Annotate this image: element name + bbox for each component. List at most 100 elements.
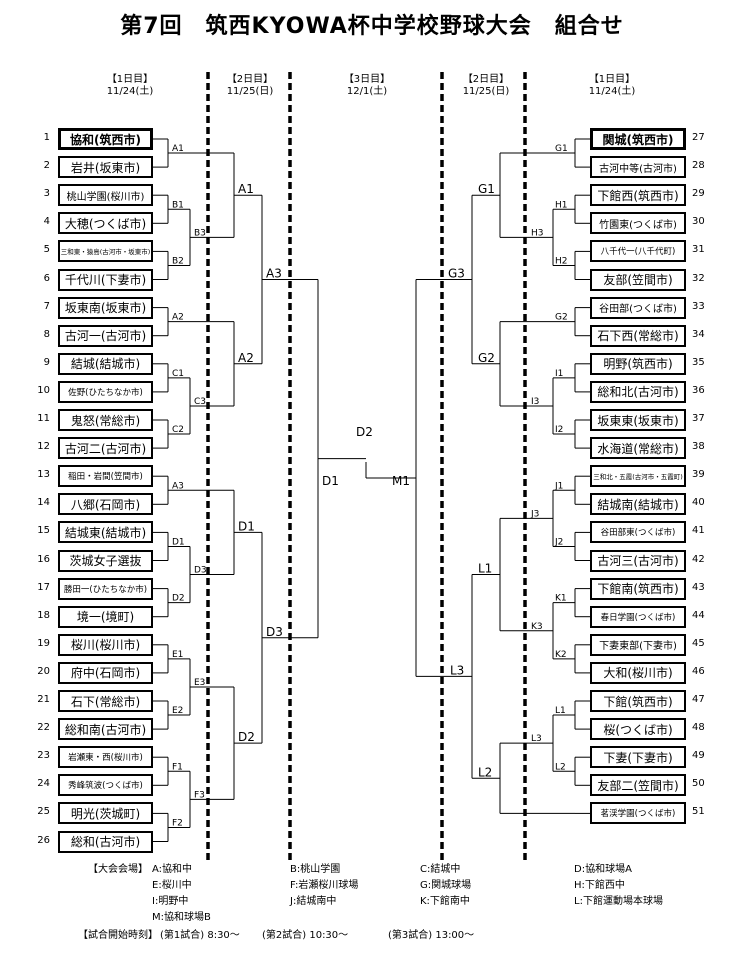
team-number: 50 [692,778,705,790]
match-label: D2 [172,594,185,604]
team-box: 八郷(石岡市) [58,493,153,516]
team-number: 25 [37,806,50,818]
team-number: 1 [43,132,50,143]
team-box: 坂東南(坂東市) [58,296,153,319]
match-label: G1 [478,182,495,196]
team-number: 41 [692,525,705,537]
team-box: 友部(笠間市) [590,268,686,291]
match-label: K3 [531,622,543,632]
team-box: 府中(石岡市) [58,661,153,684]
team-box: 勝田一(ひたちなか市) [58,577,153,600]
day-date: 11/24(土) [588,86,636,97]
team-number: 23 [37,750,50,762]
team-box: 下妻東部(下妻市) [590,633,686,656]
team-number: 12 [37,441,50,453]
day-label: 【3日目】 [343,74,391,85]
day-label: 【1日目】 [588,74,636,85]
day-date: 11/25(日) [462,86,510,97]
match-label: B3 [194,228,206,238]
page-title: 第7回 筑西KYOWA杯中学校野球大会 組合せ [120,14,624,39]
day-date: 12/1(土) [346,86,388,97]
team-box: 下館南(筑西市) [590,577,686,600]
match-label: C3 [194,397,206,407]
match-label: D1 [172,537,185,547]
team-box: 茨城女子選抜 [58,549,153,572]
team-number: 49 [692,750,705,762]
team-box: 結城(結城市) [58,352,153,375]
venue-heading: 【大会会場】 [88,864,148,875]
team-number: 47 [692,694,705,705]
venue-d: D:協和球場A [574,864,632,875]
team-number: 16 [37,553,50,565]
team-box: 総和北(古河市) [590,380,686,403]
match-label: D2 [356,425,373,439]
venue-k: K:下館南中 [420,896,470,907]
team-number: 27 [692,132,705,143]
team-box: 鬼怒(常総市) [58,409,153,431]
match-label: L1 [555,706,566,716]
match-label: C1 [172,369,184,379]
team-number: 19 [37,637,50,649]
team-box: 古河三(古河市) [590,549,686,572]
day-header-day3: 【3日目】 12/1(土) [317,74,417,98]
match-label: B2 [172,256,184,266]
match-label: E3 [194,678,205,688]
team-box: 下館西(筑西市) [590,184,686,207]
team-number: 43 [692,581,705,593]
team-number: 37 [692,413,705,424]
team-number: 33 [692,300,705,312]
team-box: 下妻(下妻市) [590,746,686,769]
match-label: A3 [172,481,184,491]
team-number: 30 [692,216,705,228]
team-box: 境一(境町) [58,605,153,628]
team-box: 関城(筑西市) [590,128,686,150]
match-label: A3 [266,267,282,281]
team-number: 34 [692,328,705,340]
team-number: 4 [43,216,50,228]
venue-g: G:関城球場 [420,880,472,891]
team-box: 古河一(古河市) [58,324,153,347]
team-number: 7 [43,300,50,312]
team-box: 竹園東(つくば市) [590,212,686,235]
team-number: 28 [692,160,705,172]
team-box: 桃山学園(桜川市) [58,184,153,207]
team-number: 44 [692,609,705,621]
day-header-right-day2: 【2日目】 11/25(日) [436,74,536,98]
team-box: 下館(筑西市) [590,690,686,712]
team-box: 佐野(ひたちなか市) [58,380,153,403]
match-label: B1 [172,200,184,210]
venue-i: I:明野中 [152,896,189,907]
team-box: 総和(古河市) [58,830,153,853]
match-label: K1 [555,594,567,604]
match-label: E2 [172,706,183,716]
team-box: 三和北・五霞(古河市・五霞町) [590,465,686,488]
team-box: 稲田・岩間(笠間市) [58,465,153,488]
team-box: 結城東(結城市) [58,521,153,544]
match-label: F2 [172,818,183,828]
team-box: 谷田部(つくば市) [590,296,686,319]
team-box: 春日学園(つくば市) [590,605,686,628]
team-number: 45 [692,637,705,649]
team-box: 大穂(つくば市) [58,212,153,235]
match-label: J2 [554,537,563,547]
team-box: 岩井(坂東市) [58,156,153,179]
team-number: 38 [692,441,705,453]
day-date: 11/24(土) [106,86,154,97]
match-label: F3 [194,790,205,800]
team-number: 5 [43,244,50,256]
match-label: I3 [531,397,539,407]
match-label: I2 [555,425,563,435]
day-label: 【1日目】 [106,74,154,85]
team-box: 坂東東(坂東市) [590,409,686,431]
team-number: 29 [692,188,705,200]
match-label: L1 [478,562,492,576]
team-number: 22 [37,722,50,734]
team-box: 明野(筑西市) [590,352,686,375]
match-label: A1 [172,144,184,154]
team-number: 42 [692,553,705,565]
team-number: 8 [43,328,50,340]
match-label: G2 [555,313,568,323]
venue-h: H:下館西中 [574,880,625,891]
team-box: 総和南(古河市) [58,718,153,741]
team-number: 21 [37,694,50,705]
